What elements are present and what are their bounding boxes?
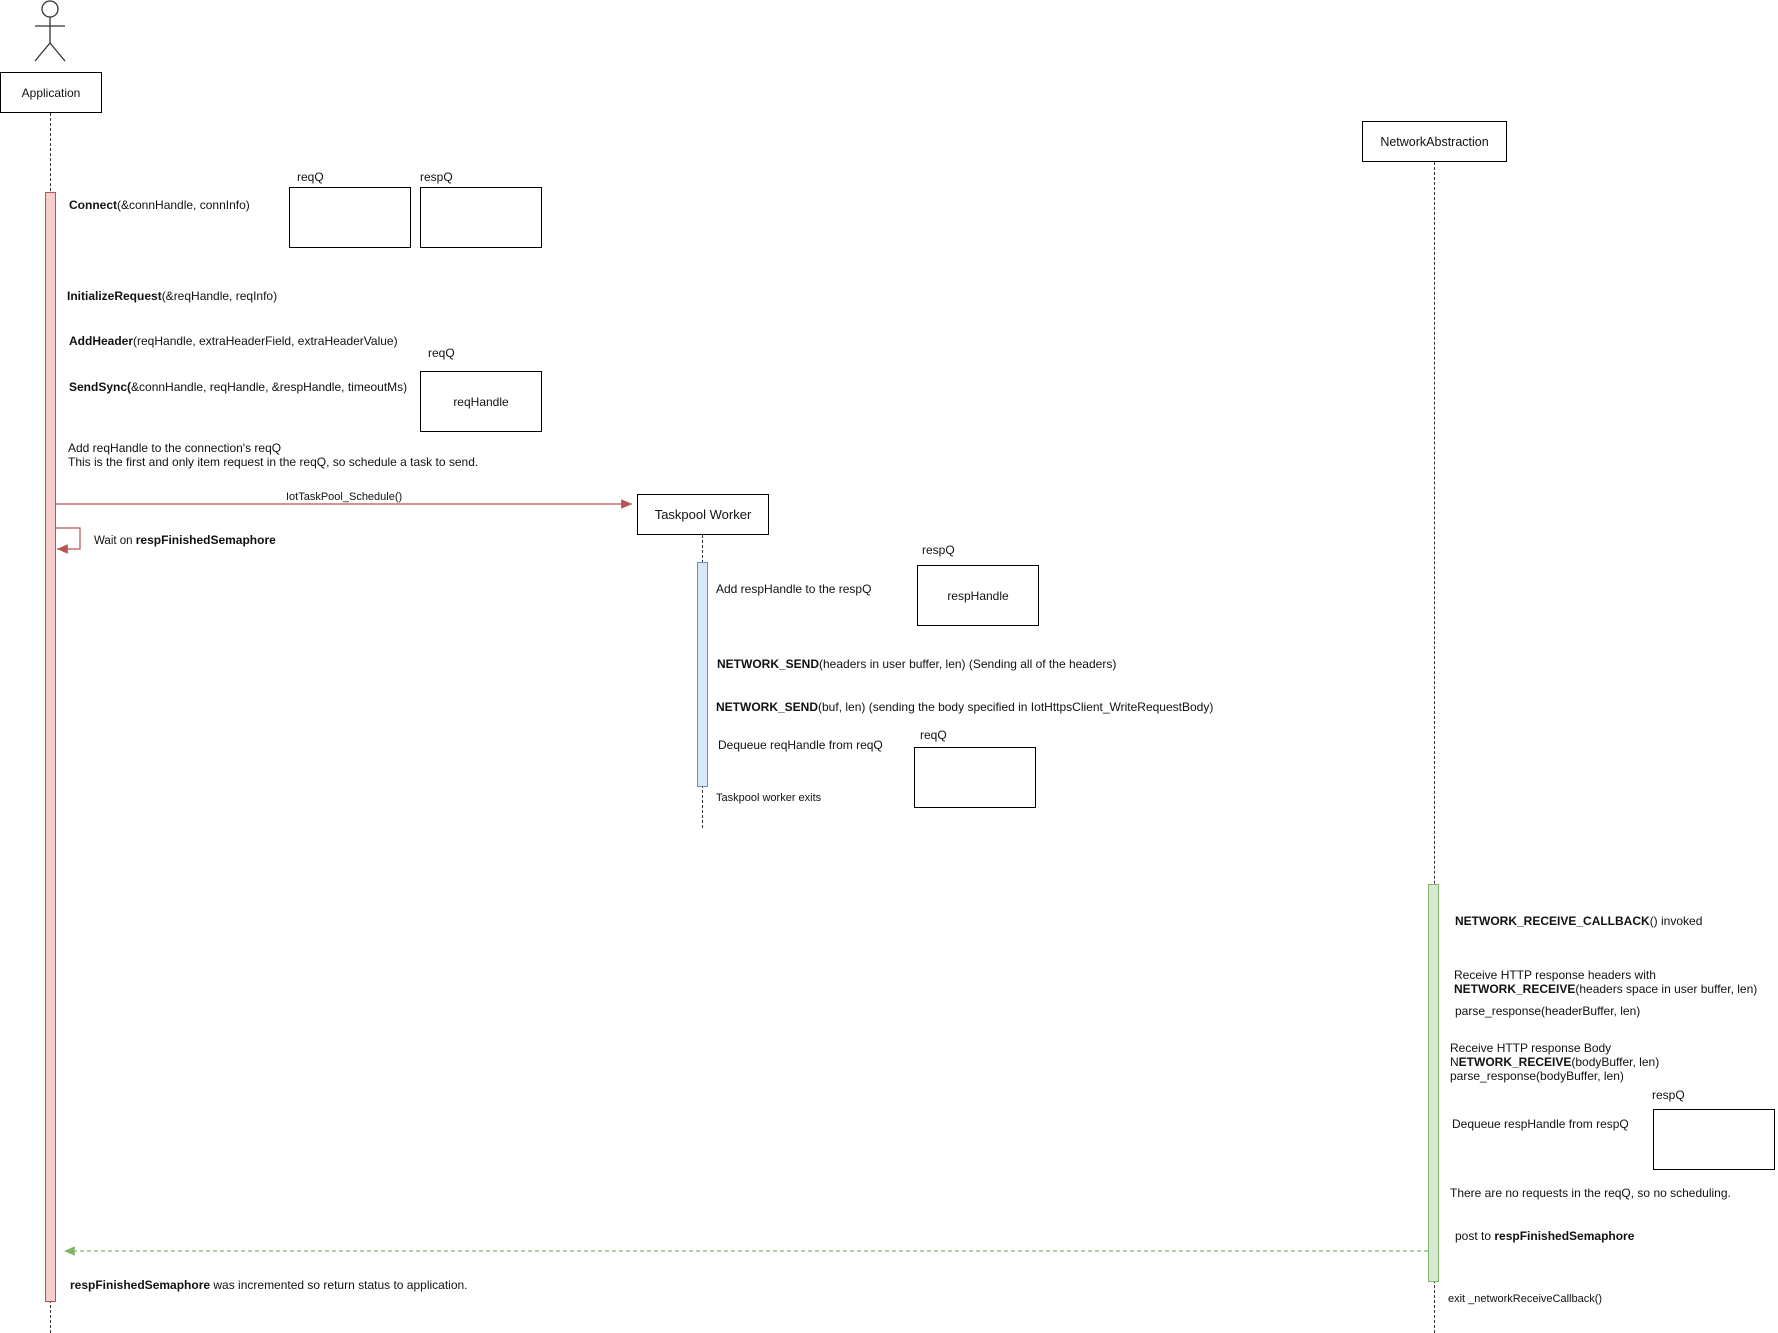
participant-taskpool-worker: Taskpool Worker bbox=[637, 494, 769, 535]
msg-callback-fn: NETWORK_RECEIVE_CALLBACK bbox=[1455, 914, 1650, 928]
msg-sendsync-args: &connHandle, reqHandle, &respHandle, tim… bbox=[131, 380, 408, 394]
msg-send1-fn: NETWORK_SEND bbox=[717, 657, 820, 671]
msg-post-semaphore: post to respFinishedSemaphore bbox=[1455, 1229, 1634, 1243]
msg-no-requests: There are no requests in the reqQ, so no… bbox=[1450, 1186, 1731, 1200]
note-add-req-line2: This is the first and only item request … bbox=[68, 455, 479, 469]
participant-network-label: NetworkAbstraction bbox=[1380, 134, 1489, 149]
note-add-req-line1: Add reqHandle to the connection's reqQ bbox=[68, 441, 282, 455]
queue-box-reqq-2: reqHandle bbox=[420, 371, 542, 432]
participant-taskpool-label: Taskpool Worker bbox=[654, 507, 752, 522]
queue-box-respq-2: respHandle bbox=[917, 565, 1039, 626]
msg-recv-body-fn: ETWORK_RECEIVE bbox=[1458, 1055, 1572, 1069]
activation-network bbox=[1428, 884, 1439, 1282]
msg-receive-headers: Receive HTTP response headers with NETWO… bbox=[1454, 968, 1757, 996]
msg-recv-headers-line1: Receive HTTP response headers with bbox=[1454, 968, 1656, 982]
msg-recv-body-line2: NETWORK_RECEIVE(bodyBuffer, len) bbox=[1450, 1055, 1659, 1069]
participant-network-abstraction: NetworkAbstraction bbox=[1362, 121, 1507, 162]
queue-label-reqq-2: reqQ bbox=[428, 346, 455, 360]
msg-send2-fn: NETWORK_SEND bbox=[716, 700, 819, 714]
msg-exit-callback: exit _networkReceiveCallback() bbox=[1448, 1293, 1603, 1305]
msg-initialize-request: InitializeRequest(&reqHandle, reqInfo) bbox=[67, 289, 277, 303]
msg-recv-body-prefix: N bbox=[1450, 1055, 1459, 1069]
msg-callback-rest: () invoked bbox=[1649, 914, 1703, 928]
msg-send1-args: (headers in user buffer, len) (Sending a… bbox=[819, 657, 1117, 671]
msg-parse-headers: parse_response(headerBuffer, len) bbox=[1455, 1004, 1641, 1018]
msg-receive-callback: NETWORK_RECEIVE_CALLBACK() invoked bbox=[1455, 914, 1702, 928]
msg-add-resp: Add respHandle to the respQ bbox=[716, 582, 872, 596]
msg-wait-prefix: Wait on bbox=[94, 535, 136, 547]
queue-box-respq-3 bbox=[1653, 1109, 1775, 1170]
msg-recv-headers-fn: NETWORK_RECEIVE bbox=[1454, 982, 1576, 996]
msg-post-sem: respFinishedSemaphore bbox=[1494, 1229, 1635, 1243]
msg-recv-headers-args: (headers space in user buffer, len) bbox=[1575, 982, 1758, 996]
msg-dequeue-req: Dequeue reqHandle from reqQ bbox=[718, 738, 883, 752]
msg-addheader-fn: AddHeader bbox=[69, 334, 134, 348]
msg-wait-sem: respFinishedSemaphore bbox=[135, 533, 276, 547]
msg-recv-headers-line2: NETWORK_RECEIVE(headers space in user bu… bbox=[1454, 982, 1757, 996]
msg-init-fn: InitializeRequest bbox=[67, 289, 162, 303]
msg-schedule-label: IotTaskPool_Schedule() bbox=[286, 491, 403, 503]
msg-init-args: (&reqHandle, reqInfo) bbox=[161, 289, 278, 303]
msg-worker-exits: Taskpool worker exits bbox=[716, 792, 822, 804]
queue-box-reqq-3 bbox=[914, 747, 1036, 808]
participant-application-label: Application bbox=[21, 85, 81, 100]
msg-return-sem: respFinishedSemaphore bbox=[70, 1278, 211, 1292]
msg-connect-args: (&connHandle, connInfo) bbox=[117, 198, 250, 212]
participant-application: Application bbox=[0, 72, 102, 113]
queue-label-reqq-1: reqQ bbox=[297, 170, 324, 184]
msg-return-rest: was incremented so return status to appl… bbox=[210, 1278, 468, 1292]
note-add-req: Add reqHandle to the connection's reqQ T… bbox=[68, 441, 478, 469]
msg-addheader-args: (reqHandle, extraHeaderField, extraHeade… bbox=[133, 334, 398, 348]
resp-handle-item: respHandle bbox=[947, 588, 1009, 603]
msg-recv-body-line1: Receive HTTP response Body bbox=[1450, 1041, 1612, 1055]
msg-wait-semaphore: Wait on respFinishedSemaphore bbox=[94, 533, 276, 548]
activation-application bbox=[45, 192, 56, 1302]
queue-label-respq-3: respQ bbox=[1652, 1088, 1685, 1102]
msg-add-header: AddHeader(reqHandle, extraHeaderField, e… bbox=[69, 334, 398, 348]
msg-parse-body: parse_response(bodyBuffer, len) bbox=[1450, 1069, 1624, 1083]
queue-label-respq-2: respQ bbox=[922, 543, 955, 557]
queue-box-respq-1 bbox=[420, 187, 542, 248]
queue-label-reqq-3: reqQ bbox=[920, 728, 947, 742]
msg-sendsync-fn: SendSync( bbox=[69, 380, 132, 394]
req-handle-item: reqHandle bbox=[453, 394, 509, 409]
lifeline-network bbox=[1434, 162, 1435, 1333]
msg-receive-body: Receive HTTP response Body NETWORK_RECEI… bbox=[1450, 1041, 1659, 1083]
msg-post-prefix: post to bbox=[1455, 1229, 1495, 1243]
wait-self-arrow bbox=[56, 527, 81, 554]
queue-box-reqq-1 bbox=[289, 187, 411, 248]
msg-connect-fn: Connect bbox=[69, 198, 117, 212]
msg-send-sync: SendSync(&connHandle, reqHandle, &respHa… bbox=[69, 380, 407, 394]
msg-send2-args: (buf, len) (sending the body specified i… bbox=[818, 700, 1214, 714]
actor-icon bbox=[34, 0, 66, 62]
activation-taskpool bbox=[697, 562, 708, 787]
msg-connect: Connect(&connHandle, connInfo) bbox=[69, 198, 250, 212]
msg-dequeue-resp: Dequeue respHandle from respQ bbox=[1452, 1117, 1629, 1131]
msg-network-send-body: NETWORK_SEND(buf, len) (sending the body… bbox=[716, 700, 1213, 714]
msg-return-status: respFinishedSemaphore was incremented so… bbox=[70, 1278, 468, 1292]
msg-recv-body-args: (bodyBuffer, len) bbox=[1571, 1055, 1660, 1069]
msg-network-send-headers: NETWORK_SEND(headers in user buffer, len… bbox=[717, 657, 1116, 671]
queue-label-respq-1: respQ bbox=[420, 170, 453, 184]
